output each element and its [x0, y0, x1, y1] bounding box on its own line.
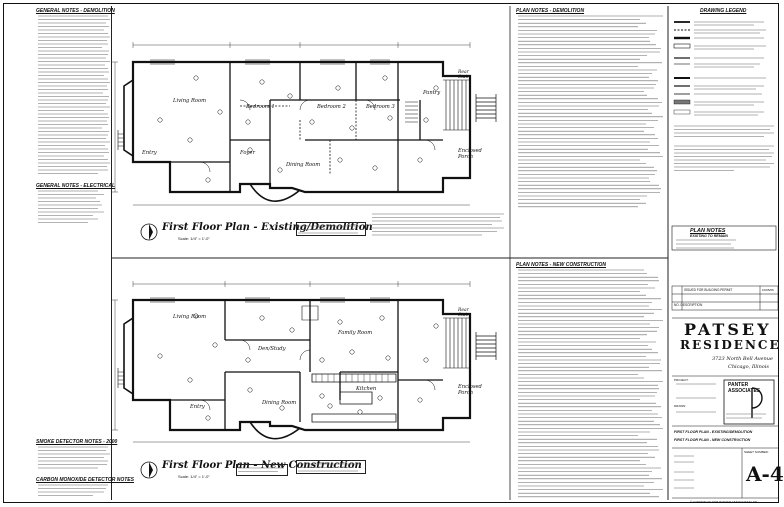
legend-plan-notes-header: PLAN NOTES [690, 228, 726, 234]
sheet-desc-2: FIRST FLOOR PLAN - NEW CONSTRUCTION [674, 438, 751, 442]
room-dining-bottom: Dining Room [262, 400, 297, 406]
firm-name: PANTER ASSOCIATES [728, 382, 761, 394]
room-kitchen-bottom: Kitchen [356, 386, 377, 392]
room-bedroom3-top: Bedroom 3 [366, 104, 395, 110]
revision-entry: ISSUED FOR BUILDING PERMIT [684, 288, 733, 292]
plan-title-new: First Floor Plan - New Construction [162, 460, 362, 471]
label-sheet-number: SHEET NUMBER: [744, 450, 769, 454]
room-pantry-top: Pantry [423, 90, 441, 96]
room-enclosed-top: Enclosed Porch [458, 148, 482, 160]
project-address-1: 3723 North Bell Avenue [712, 356, 773, 362]
room-bedroom1-top: Bedroom 1 [246, 104, 275, 110]
sheet-number: A-4 [746, 462, 784, 486]
room-living-bottom: Living Room [173, 314, 207, 320]
plan-title-existing: First Floor Plan - Existing/Demolition [162, 222, 373, 233]
room-den-bottom: Den/Study [258, 346, 286, 352]
notes-column-left [34, 6, 112, 500]
plan-notes-demo-header: PLAN NOTES - DEMOLITION [516, 8, 585, 14]
plan-scale-existing: Scale: 1/4" = 1'-0" [178, 236, 210, 241]
room-bedroom2-top: Bedroom 2 [317, 104, 346, 110]
project-name: PATSEY [684, 320, 772, 339]
room-living-top: Living Room [173, 98, 207, 104]
plan-notes-new-header: PLAN NOTES - NEW CONSTRUCTION [516, 262, 606, 268]
sheet-desc-1: FIRST FLOOR PLAN - EXISTING/DEMOLITION [674, 430, 753, 434]
project-address-2: Chicago, Illinois [728, 364, 769, 370]
copyright: © COPYRIGHT 2006 PANTER ASSOCIATES LTD [690, 500, 758, 504]
room-entry-bottom: Entry [190, 404, 205, 410]
notes-demo-header: GENERAL NOTES - DEMOLITION [36, 8, 115, 14]
plan-note-box-bottom-left [236, 464, 288, 476]
room-family-bottom: Family Room [338, 330, 373, 336]
sheet-border [3, 3, 779, 503]
plan-note-box-bottom [296, 460, 366, 474]
notes-smoke-header: SMOKE DETECTOR NOTES - 2000 [36, 439, 118, 445]
label-project: PROJECT: [674, 378, 689, 382]
project-name-2: RESIDENCE [680, 338, 781, 352]
legend-header: DRAWING LEGEND [700, 8, 747, 14]
notes-electrical-header: GENERAL NOTES - ELECTRICAL [36, 183, 116, 189]
revision-label: NO. DESCRIPTION [674, 303, 703, 307]
label-drawn: DRAWN: [674, 404, 687, 408]
room-entry-top: Entry [142, 150, 157, 156]
plan-note-box-top [296, 222, 366, 236]
room-enclosed-bottom: Enclosed Porch [458, 384, 482, 396]
room-rear-stair-top: Rear Stair [458, 70, 470, 80]
notes-co-header: CARBON MONOXIDE DETECTOR NOTES [36, 477, 134, 483]
plan-scale-new: Scale: 1/4" = 1'-0" [178, 474, 210, 479]
legend-plan-notes-sub: EXISTING TO REMAIN [690, 234, 728, 238]
room-dining-top: Dining Room [286, 162, 321, 168]
room-rear-stair-bottom: Rear Stair [458, 308, 470, 318]
plan-note-box-top-right [370, 210, 506, 250]
room-foyer-top: Foyer [240, 150, 255, 156]
revision-date: 10/05/06 [762, 288, 774, 292]
